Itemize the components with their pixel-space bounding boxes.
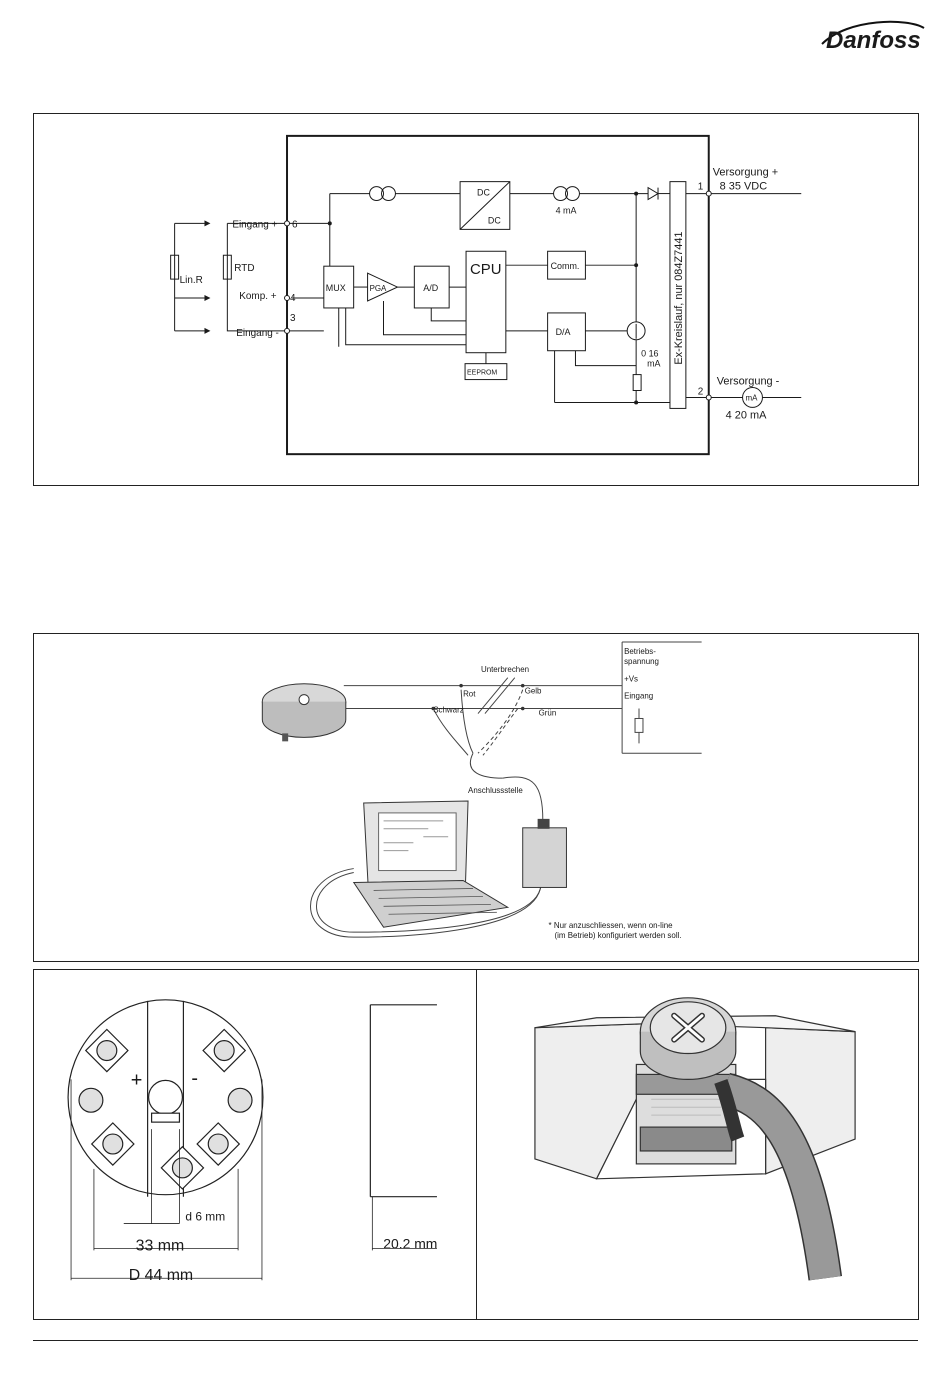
danfoss-logo: Danfoss [821, 20, 925, 54]
label-mux: MUX [326, 283, 346, 293]
label-eingang-plus: Eingang + [232, 219, 277, 230]
label-dc-bottom: DC [488, 215, 501, 225]
transmitter-housing [286, 134, 710, 456]
label-d33: 33 mm [136, 1237, 185, 1254]
logo-text: Danfoss [826, 27, 921, 54]
label-betriebs-1: Betriebs- [624, 647, 656, 656]
label-rtd: RTD [234, 263, 254, 274]
label-minus: - [191, 1067, 198, 1089]
label-note-2: (im Betrieb) konfiguriert werden soll. [555, 931, 682, 940]
dimensions-panel: + - d 6 mm 33 mm D 44 mm 20.2 mm [33, 969, 477, 1320]
footer-rule [33, 1340, 918, 1341]
screw-terminals [78, 1028, 253, 1190]
label-dc-top: DC [477, 188, 490, 198]
label-comm: Comm. [551, 261, 580, 271]
wiring-diagram-panel: Unterbrechen Rot Gelb Schwarz Grün Betri… [33, 633, 919, 962]
terminal-6: 6 [292, 219, 298, 230]
label-rot: Rot [463, 690, 476, 699]
label-schwarz: Schwarz [433, 706, 463, 715]
label-cpu: CPU [470, 262, 501, 278]
label-lin-r: Lin.R [180, 275, 203, 286]
label-d6: d 6 mm [185, 1210, 225, 1224]
label-4ma: 4 mA [556, 205, 577, 215]
terminal-2: 2 [698, 386, 704, 397]
dc-dc-block [459, 181, 511, 230]
laptop-illustration [352, 800, 510, 928]
label-ma-meter: mA [746, 393, 759, 402]
transmitter-head-illustration [261, 683, 347, 742]
terminal-4: 4 [290, 293, 296, 304]
label-h20: 20.2 mm [383, 1235, 437, 1251]
block-diagram-panel: Eingang + 6 Komp. + 4 3 Eingang - RTD Li… [33, 113, 919, 486]
label-note-1: * Nur anzuschliessen, wenn on-line [549, 921, 674, 930]
label-voltage-range: 8 35 VDC [720, 181, 768, 193]
label-unterbrechen: Unterbrechen [481, 665, 529, 674]
label-plus: + [131, 1069, 143, 1091]
label-komp-plus: Komp. + [239, 291, 276, 302]
label-da: D/A [556, 327, 571, 337]
head-outline [67, 999, 264, 1196]
label-versorgung-minus: Versorgung - [717, 376, 780, 388]
ex-circuit-bar [669, 181, 687, 409]
label-eingang-minus: Eingang - [236, 328, 279, 339]
adapter-box-illustration [522, 827, 567, 888]
label-versorgung-plus: Versorgung + [713, 167, 778, 179]
label-ex-circuit: Ex-Kreislauf, nur 084Z7441 [673, 231, 685, 364]
label-gelb: Gelb [525, 687, 542, 696]
label-current-range: 4 20 mA [726, 409, 767, 421]
da-block [547, 312, 586, 352]
label-eingang: Eingang [624, 692, 653, 701]
label-ad: A/D [423, 283, 438, 293]
mounting-illustration-panel [476, 969, 919, 1320]
label-d44: D 44 mm [129, 1267, 193, 1284]
label-gruen: Grün [539, 709, 557, 718]
label-betriebs-2: spannung [624, 657, 659, 666]
label-anschlussstelle: Anschlussstelle [468, 786, 523, 795]
label-0-16: 0 16 [641, 349, 658, 359]
label-ma-small: mA [647, 359, 660, 369]
terminal-1: 1 [698, 182, 704, 193]
terminal-3: 3 [290, 313, 296, 324]
label-pga: PGA [370, 284, 387, 293]
label-eeprom: EEPROM [467, 370, 497, 377]
label-vs: +Vs [624, 675, 638, 684]
